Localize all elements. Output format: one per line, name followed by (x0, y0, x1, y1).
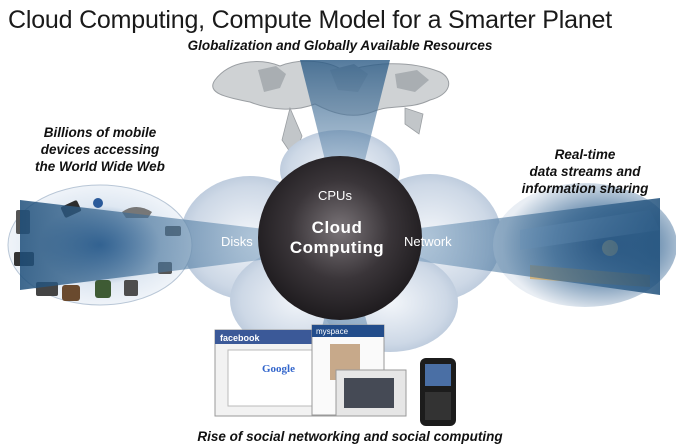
right-caption-line-3: information sharing (521, 181, 649, 196)
top-caption: Globalization and Globally Available Res… (187, 38, 493, 53)
google-logo: Google (262, 363, 295, 375)
right-caption-line-2: data streams and (529, 164, 641, 179)
left-caption: Billions of mobile devices accessing the… (10, 124, 190, 175)
network-label: Network (404, 234, 452, 249)
cloud-computing-line-1: Cloud (311, 218, 363, 237)
page-title: Cloud Computing, Compute Model for a Sma… (8, 6, 612, 34)
cloud-core-circle (258, 156, 422, 320)
right-caption-line-1: Real-time (554, 147, 616, 162)
bottom-caption: Rise of social networking and social com… (197, 429, 503, 444)
left-beam (20, 200, 340, 290)
handheld-icon (124, 280, 138, 296)
left-caption-line-2: devices accessing (40, 142, 160, 157)
game-console-icon (95, 280, 111, 298)
webcam-icon (93, 198, 103, 208)
social-screens-illustration: facebook Google myspace (214, 324, 456, 426)
cloud-computing-line-2: Computing (289, 238, 385, 257)
facebook-logo: facebook (220, 333, 261, 343)
disks-label: Disks (221, 234, 253, 249)
left-caption-line-3: the World Wide Web (35, 159, 165, 174)
right-beam (340, 198, 660, 295)
myspace-logo: myspace (316, 327, 349, 336)
camera-icon (62, 285, 80, 301)
cpus-label: CPUs (318, 188, 352, 203)
top-beam (300, 60, 390, 240)
cloud-computing-label: Cloud Computing (262, 218, 412, 258)
left-caption-line-1: Billions of mobile (43, 125, 157, 140)
right-caption: Real-time data streams and information s… (490, 146, 676, 197)
